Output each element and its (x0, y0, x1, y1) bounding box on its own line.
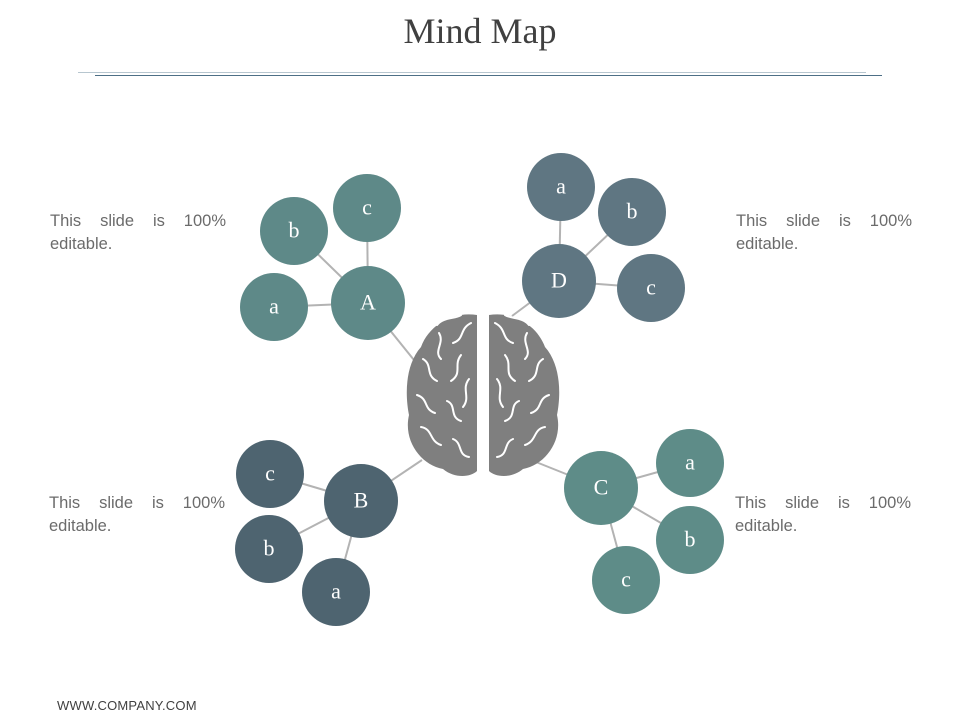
node-a-child-b-circle (260, 197, 328, 265)
node-d-circle (522, 244, 596, 318)
node-c-child-a-circle (656, 429, 724, 497)
node-b-child-a-circle (302, 558, 370, 626)
node-a-child-c-circle (333, 174, 401, 242)
node-b-label: B (354, 488, 369, 513)
brain-icon (406, 314, 560, 476)
node-b-child-b-circle (235, 515, 303, 583)
node-c-child-c: c (592, 546, 660, 614)
node-c-child-a: a (656, 429, 724, 497)
node-c-circle (564, 451, 638, 525)
node-b-circle (324, 464, 398, 538)
node-d-label: D (551, 268, 567, 293)
node-a-child-b: b (260, 197, 328, 265)
node-d-child-a-circle (527, 153, 595, 221)
node-a: A (331, 266, 405, 340)
node-c-label: C (594, 475, 609, 500)
node-b-child-a-label: a (331, 579, 341, 604)
connector-lines (268, 186, 691, 593)
node-b-child-c-circle (236, 440, 304, 508)
node-d-child-b-label: b (627, 199, 638, 224)
node-d-child-b-circle (598, 178, 666, 246)
node-a-child-c-label: c (362, 195, 372, 220)
node-a-child-a: a (240, 273, 308, 341)
node-d-child-a: a (527, 153, 595, 221)
node-d-child-b: b (598, 178, 666, 246)
note-top-left: This slide is 100% editable. (50, 212, 226, 253)
node-d-child-a-label: a (556, 174, 566, 199)
node-a-child-c: c (333, 174, 401, 242)
node-a-child-a-label: a (269, 294, 279, 319)
node-a-circle (331, 266, 405, 340)
note-bottom-left: This slide is 100% editable. (49, 494, 225, 535)
node-b-child-c: c (236, 440, 304, 508)
node-b-child-b: b (235, 515, 303, 583)
note-bottom-right: This slide is 100% editable. (735, 494, 911, 535)
node-d-child-c: c (617, 254, 685, 322)
node-a-label: A (360, 290, 376, 315)
node-c: C (564, 451, 638, 525)
node-d-child-c-label: c (646, 275, 656, 300)
node-c-child-c-label: c (621, 567, 631, 592)
node-c-child-a-label: a (685, 450, 695, 475)
node-b: B (324, 464, 398, 538)
node-b-child-b-label: b (264, 536, 275, 561)
node-d: D (522, 244, 596, 318)
node-c-child-b: b (656, 506, 724, 574)
node-b-child-a: a (302, 558, 370, 626)
node-d-child-c-circle (617, 254, 685, 322)
title-divider-dark (95, 75, 882, 76)
node-c-child-c-circle (592, 546, 660, 614)
title-divider-light (78, 72, 866, 73)
slide-title: Mind Map (403, 11, 557, 51)
node-c-child-b-circle (656, 506, 724, 574)
node-b-child-c-label: c (265, 461, 275, 486)
footer-url: WWW.COMPANY.COM (57, 698, 197, 713)
node-a-child-b-label: b (289, 218, 300, 243)
node-a-child-a-circle (240, 273, 308, 341)
note-top-right: This slide is 100% editable. (736, 212, 912, 253)
node-c-child-b-label: b (685, 527, 696, 552)
